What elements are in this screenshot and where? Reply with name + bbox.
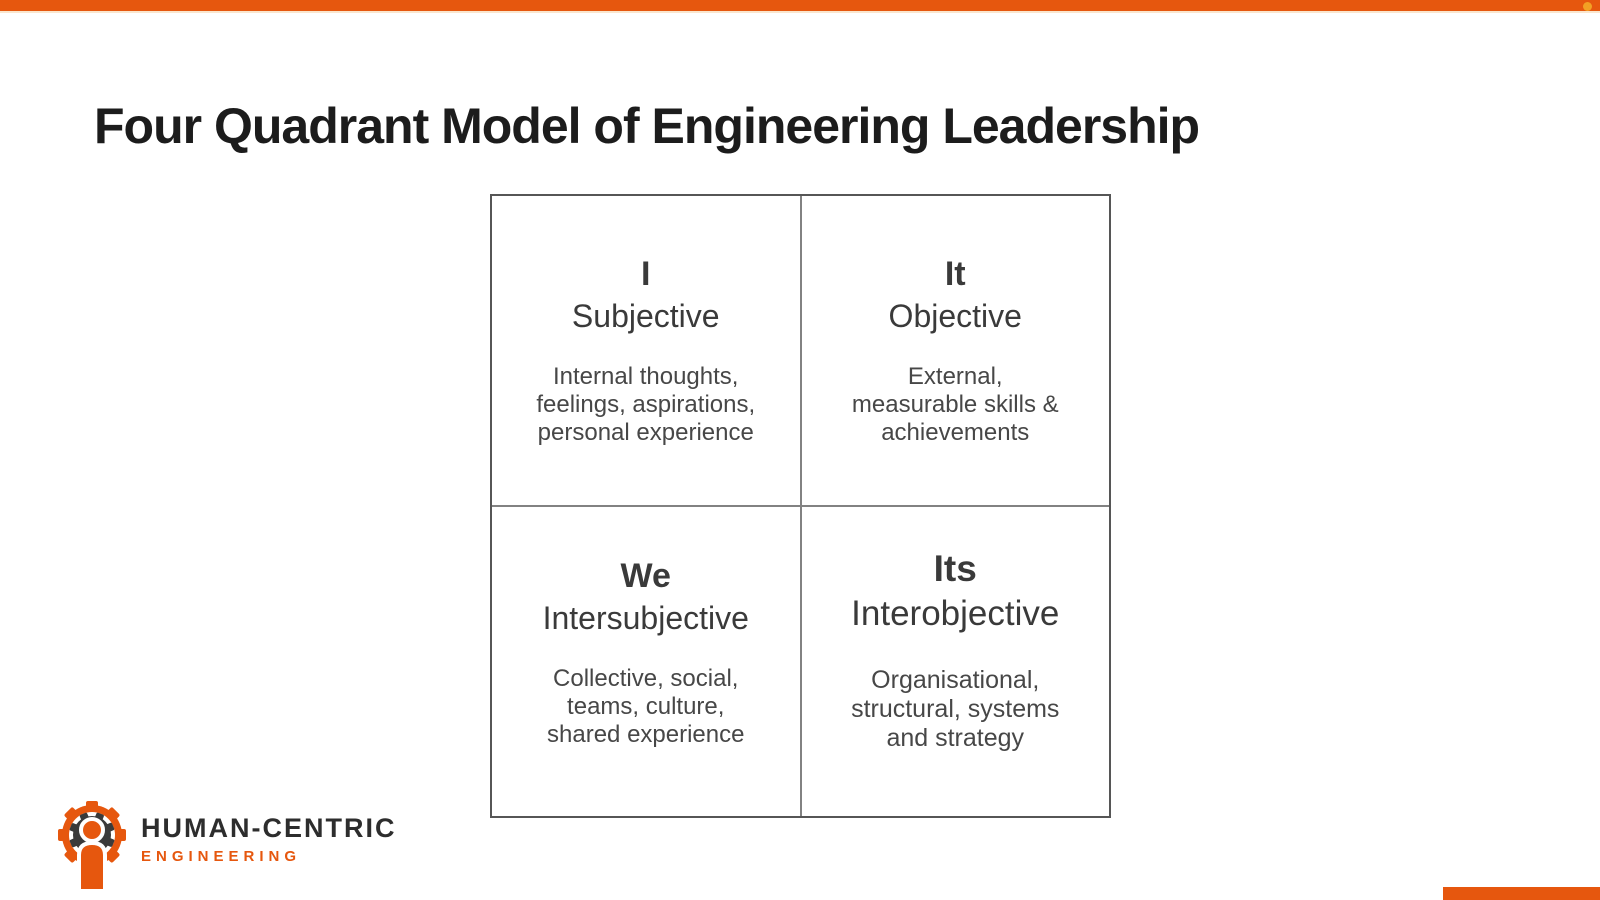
quadrant-upper-left: I Subjective Internal thoughts, feelings… [492, 196, 800, 505]
quadrant-perspective: Objective [888, 297, 1022, 334]
quadrant-perspective: Interobjective [851, 594, 1060, 634]
logo: HUMAN-CENTRIC ENGINEERING [55, 799, 396, 891]
bottom-accent-bar [1443, 887, 1600, 900]
quadrant-description: Collective, social, teams, culture, shar… [547, 664, 745, 748]
quadrant-pronoun: Its [933, 548, 977, 589]
logo-name: HUMAN-CENTRIC [141, 813, 397, 843]
quadrant-description: Internal thoughts, feelings, aspirations… [536, 362, 756, 446]
quadrant-perspective: Subjective [571, 297, 720, 334]
quadrant-perspective: Intersubjective [542, 599, 749, 636]
quadrant-pronoun: It [944, 255, 966, 293]
quadrant-pronoun: I [641, 255, 651, 293]
gear-person-icon [58, 801, 126, 891]
slide-title: Four Quadrant Model of Engineering Leade… [94, 98, 1200, 154]
four-quadrant-grid: I Subjective Internal thoughts, feelings… [490, 194, 1111, 818]
quadrant-description: Organisational, structural, systems and … [851, 666, 1060, 752]
accent-dot-icon [1583, 2, 1592, 11]
quadrant-pronoun: We [620, 557, 671, 595]
quadrant-description: External, measurable skills & achievemen… [851, 362, 1059, 446]
logo-text: HUMAN-CENTRIC ENGINEERING [141, 813, 396, 865]
quadrant-lower-right: Its Interobjective Organisational, struc… [801, 507, 1109, 816]
quadrant-upper-right: It Objective External, measurable skills… [801, 196, 1109, 505]
top-accent-bar [0, 0, 1600, 13]
logo-subtitle: ENGINEERING [141, 848, 302, 865]
quadrant-lower-left: We Intersubjective Collective, social, t… [492, 507, 800, 816]
